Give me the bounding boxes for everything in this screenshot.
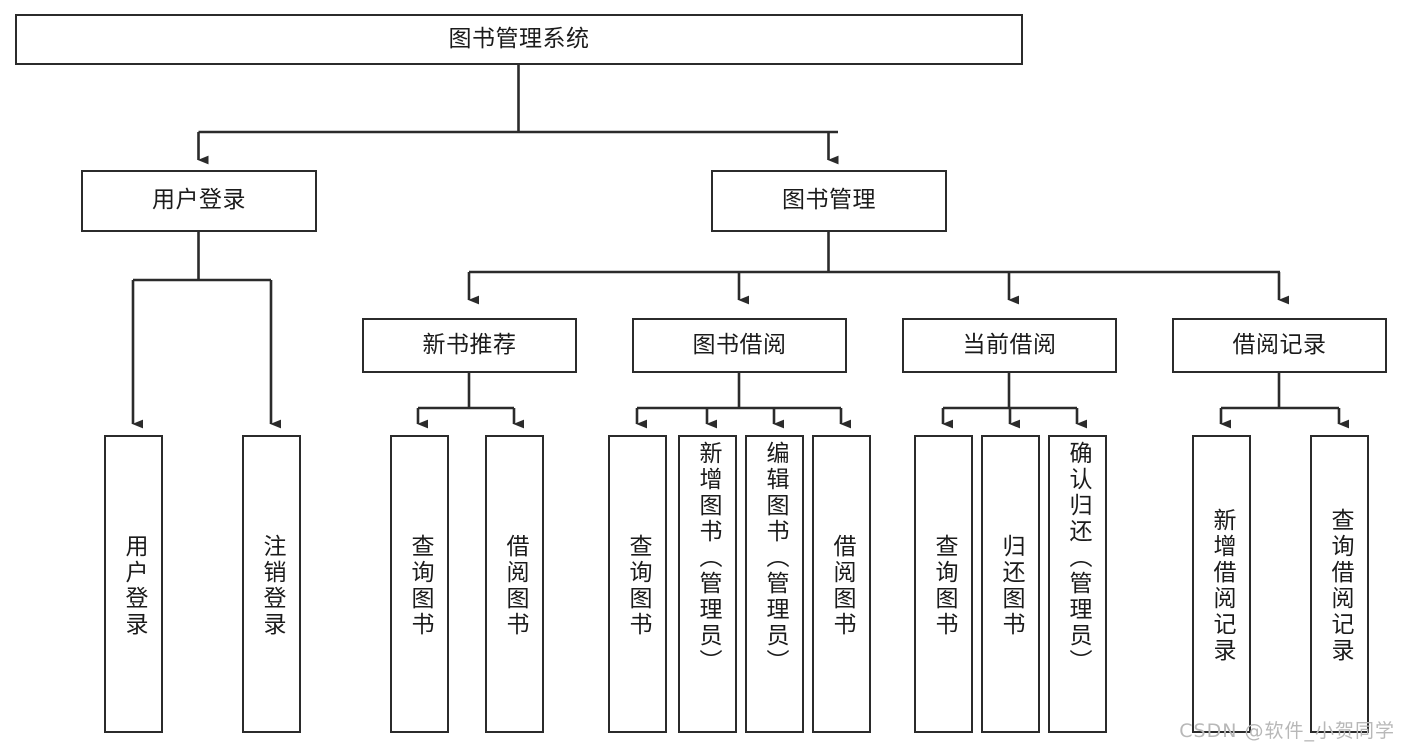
- node-book-borrow-label: 图书借阅: [692, 331, 787, 358]
- node-leaf-query-book-2[interactable]: 查询图书: [608, 435, 667, 733]
- node-leaf-user-login[interactable]: 用户登录: [104, 435, 163, 733]
- node-leaf-confirm-return-admin-label: 确认归还（管理员）: [1065, 441, 1091, 675]
- node-leaf-return-book[interactable]: 归还图书: [981, 435, 1040, 733]
- node-leaf-logout-login[interactable]: 注销登录: [242, 435, 301, 733]
- node-leaf-borrow-book-1[interactable]: 借阅图书: [485, 435, 544, 733]
- node-leaf-add-borrow-record-label: 新增借阅记录: [1209, 508, 1235, 664]
- node-user-login[interactable]: 用户登录: [81, 170, 317, 232]
- node-leaf-user-login-label: 用户登录: [121, 534, 147, 638]
- node-user-login-label: 用户登录: [152, 187, 246, 214]
- node-leaf-edit-book-admin-label: 编辑图书（管理员）: [762, 441, 788, 675]
- node-leaf-borrow-book-1-label: 借阅图书: [502, 534, 528, 638]
- node-book-management[interactable]: 图书管理: [711, 170, 947, 232]
- node-leaf-logout-login-label: 注销登录: [259, 534, 285, 638]
- node-leaf-add-book-admin-label: 新增图书（管理员）: [695, 441, 721, 675]
- node-current-borrow[interactable]: 当前借阅: [902, 318, 1117, 373]
- node-leaf-add-book-admin[interactable]: 新增图书（管理员）: [678, 435, 737, 733]
- node-leaf-borrow-book-2[interactable]: 借阅图书: [812, 435, 871, 733]
- node-leaf-query-book-1[interactable]: 查询图书: [390, 435, 449, 733]
- node-book-borrow[interactable]: 图书借阅: [632, 318, 847, 373]
- node-leaf-confirm-return-admin[interactable]: 确认归还（管理员）: [1048, 435, 1107, 733]
- node-leaf-return-book-label: 归还图书: [998, 534, 1024, 638]
- node-leaf-borrow-book-2-label: 借阅图书: [829, 534, 855, 638]
- node-leaf-edit-book-admin[interactable]: 编辑图书（管理员）: [745, 435, 804, 733]
- node-leaf-query-book-2-label: 查询图书: [625, 534, 651, 638]
- node-new-book-recommend[interactable]: 新书推荐: [362, 318, 577, 373]
- node-book-management-label: 图书管理: [782, 187, 876, 214]
- node-root-label: 图书管理系统: [448, 25, 590, 52]
- node-borrow-record-label: 借阅记录: [1232, 331, 1327, 358]
- node-leaf-query-book-1-label: 查询图书: [407, 534, 433, 638]
- node-leaf-query-book-3-label: 查询图书: [931, 534, 957, 638]
- node-new-book-recommend-label: 新书推荐: [422, 331, 517, 358]
- node-borrow-record[interactable]: 借阅记录: [1172, 318, 1387, 373]
- node-leaf-query-book-3[interactable]: 查询图书: [914, 435, 973, 733]
- node-leaf-query-borrow-record-label: 查询借阅记录: [1327, 508, 1353, 664]
- node-leaf-add-borrow-record[interactable]: 新增借阅记录: [1192, 435, 1251, 733]
- node-current-borrow-label: 当前借阅: [962, 331, 1057, 358]
- node-root[interactable]: 图书管理系统: [15, 14, 1023, 65]
- node-leaf-query-borrow-record[interactable]: 查询借阅记录: [1310, 435, 1369, 733]
